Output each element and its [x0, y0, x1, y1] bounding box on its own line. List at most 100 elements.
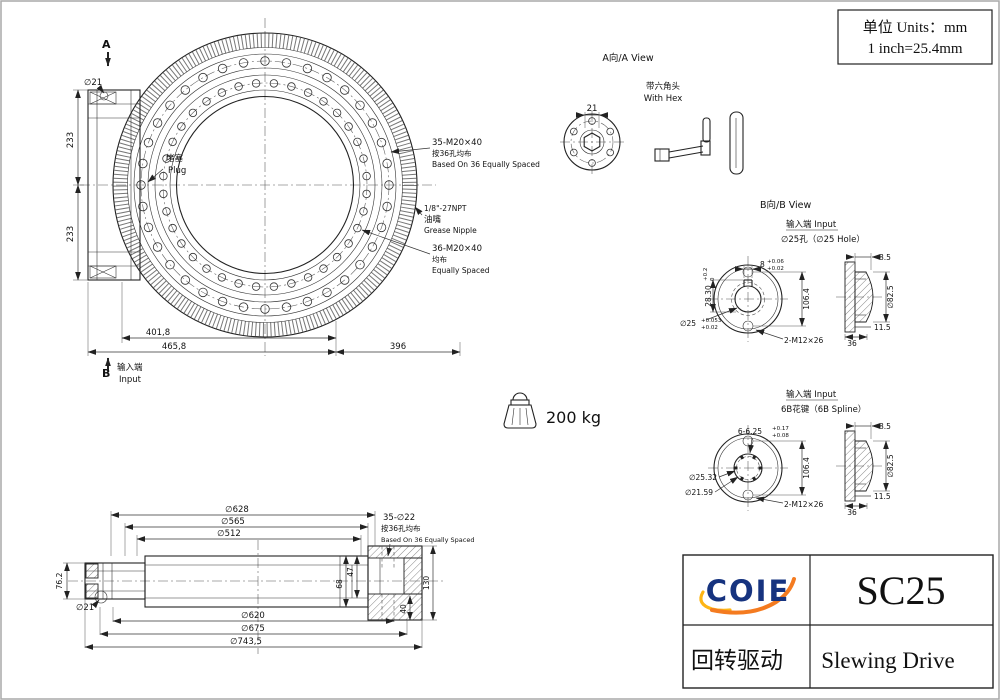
dim-130: 130 — [422, 576, 431, 591]
spline-bolts-note: 2-M12×26 — [784, 500, 824, 509]
dim-6-25-tol-dn: +0.08 — [772, 433, 789, 439]
inner-bolts-note-1: 36-M20×40 — [432, 244, 482, 254]
dim-6-25: 6-6.25 — [738, 427, 762, 436]
inner-bolt-holes — [159, 79, 371, 291]
dim-36-spline: 36 — [847, 508, 857, 517]
grease-npt-note: 1/8"-27NPT — [424, 204, 467, 213]
dim-11-5-spline: 11.5 — [874, 492, 891, 501]
product-name-cn: 回转驱动 — [691, 648, 783, 674]
dim-8-5-spline: 8.5 — [879, 422, 891, 431]
units-box: 单位 Units：mm 1 inch=25.4mm — [837, 9, 993, 65]
dia-25-tol-dn: +0.02 — [701, 325, 718, 331]
dim-28-30-tol-dn: 0 — [710, 277, 716, 281]
dim-628: ∅628 — [225, 505, 249, 515]
dim-47: 47 — [346, 567, 355, 577]
logo-swoosh-right — [710, 577, 796, 615]
b-view-hole-label: ∅25孔（∅25 Hole） — [781, 234, 865, 245]
main-top-view: A ∅21 233 233 堵塞 Plug 35-M20×40 按36孔均布 B… — [66, 18, 540, 385]
outer-bolts-note-2: 按36孔均布 — [432, 148, 472, 158]
dim-396: 396 — [390, 342, 406, 352]
dim-8-tol-up: +0.06 — [767, 259, 784, 265]
dim-106-4-spline: 106.4 — [802, 457, 811, 479]
dim-11-5-b: 11.5 — [874, 323, 891, 332]
dim-40: 40 — [399, 604, 408, 614]
dim-28-30: 28.30 — [704, 285, 713, 307]
input-housing-side-view — [87, 89, 141, 281]
dim-8-5-b: 8.5 — [879, 253, 891, 262]
units-line-1: 单位 Units：mm — [863, 19, 968, 36]
flange-holes-note-3: Based On 36 Equally Spaced — [381, 536, 474, 544]
grease-label-cn: 油嘴 — [424, 214, 442, 225]
weight-indicator: 200 kg — [503, 392, 601, 429]
a-view-detail: A向/A View 带六角头 With Hex 21 — [560, 52, 744, 175]
knurl-band — [113, 33, 417, 337]
dim-8-tol-dn: +0.02 — [767, 266, 784, 272]
spline-teeth — [734, 455, 762, 481]
dim-76-2: 76.2 — [55, 572, 64, 589]
spline-input-label: 输入端 Input — [786, 389, 837, 400]
plug-label-en: Plug — [168, 166, 186, 176]
dia-82-5-b: ∅82.5 — [886, 285, 895, 308]
outer-bolts-note-3: Based On 36 Equally Spaced — [432, 160, 540, 169]
weight-value: 200 kg — [546, 408, 601, 427]
hex-note-en: With Hex — [644, 94, 683, 104]
dim-36-b: 36 — [847, 339, 857, 348]
dim-743-5: ∅743,5 — [230, 637, 262, 647]
dia21-callout: ∅21 — [84, 78, 102, 88]
weight-icon — [503, 392, 537, 429]
spline-view-detail: 输入端 Input 6B花键（6B Spline） 6-6.25 +0.17 +… — [685, 389, 895, 517]
section-dia21-hole — [94, 590, 108, 604]
company-logo: COIE — [699, 574, 796, 615]
dim-68: 68 — [335, 579, 344, 589]
flange-holes-note-2: 按36孔均布 — [381, 523, 421, 533]
model-number: SC25 — [857, 568, 946, 613]
section-flange — [367, 545, 423, 621]
flange-holes-note-1: 35-∅22 — [383, 513, 415, 523]
dim-620: ∅620 — [241, 611, 265, 621]
dim-233-upper: 233 — [66, 132, 76, 148]
dia-82-5-spline: ∅82.5 — [886, 454, 895, 477]
tool-plate — [729, 111, 744, 175]
dim-6-25-tol-up: +0.17 — [772, 426, 789, 432]
cross-section-view: ∅21 ∅628 ∅5 — [55, 505, 474, 654]
inner-bore-circle — [175, 95, 355, 275]
b-view-detail: B向/B View 输入端 Input ∅25孔（∅25 Hole） 8 +0.… — [680, 199, 895, 348]
grease-label-en: Grease Nipple — [424, 226, 477, 235]
hex-head — [583, 132, 601, 152]
outer-bolt-holes — [136, 56, 394, 314]
input-label-en: Input — [119, 375, 142, 385]
section-label-a: A — [102, 38, 111, 51]
spline-type-label: 6B花键（6B Spline） — [781, 404, 866, 415]
dim-28-30-group: 28.30 +0.2 0 — [703, 268, 716, 307]
dim-233-lower: 233 — [66, 226, 76, 242]
hex-note-cn: 带六角头 — [646, 81, 681, 92]
dim-401-8: 401,8 — [146, 328, 170, 338]
dim-512: ∅512 — [217, 529, 241, 539]
input-label-cn: 输入端 — [117, 362, 143, 373]
product-name-en: Slewing Drive — [821, 648, 955, 673]
b-view-bolts-note: 2-M12×26 — [784, 336, 824, 345]
hex-crank-tool — [654, 111, 744, 175]
dim-21: 21 — [587, 104, 598, 114]
inner-bolts-note-3: Equally Spaced — [432, 266, 490, 275]
dim-28-30-tol-up: +0.2 — [703, 268, 709, 281]
plug-label-cn: 堵塞 — [166, 153, 184, 164]
dia-25-tol-up: +0.053 — [701, 318, 722, 324]
a-view-title: A向/A View — [602, 52, 653, 64]
dia-25: ∅25 — [680, 319, 696, 328]
dim-675: ∅675 — [241, 624, 265, 634]
inner-bolts-note-2: 均布 — [432, 254, 447, 264]
dim-465-8: 465,8 — [162, 342, 186, 352]
dia-21-59: ∅21.59 — [685, 488, 713, 497]
spline-flange — [713, 433, 783, 503]
dim-565: ∅565 — [221, 517, 245, 527]
dim-8: 8 — [760, 260, 765, 269]
dim-106-4-b: 106.4 — [802, 288, 811, 310]
a-view-bolt-holes — [569, 117, 614, 167]
b-view-input-label: 输入端 Input — [786, 219, 837, 230]
a-view-flange — [563, 113, 621, 171]
dia-25-32: ∅25.32 — [689, 473, 717, 482]
